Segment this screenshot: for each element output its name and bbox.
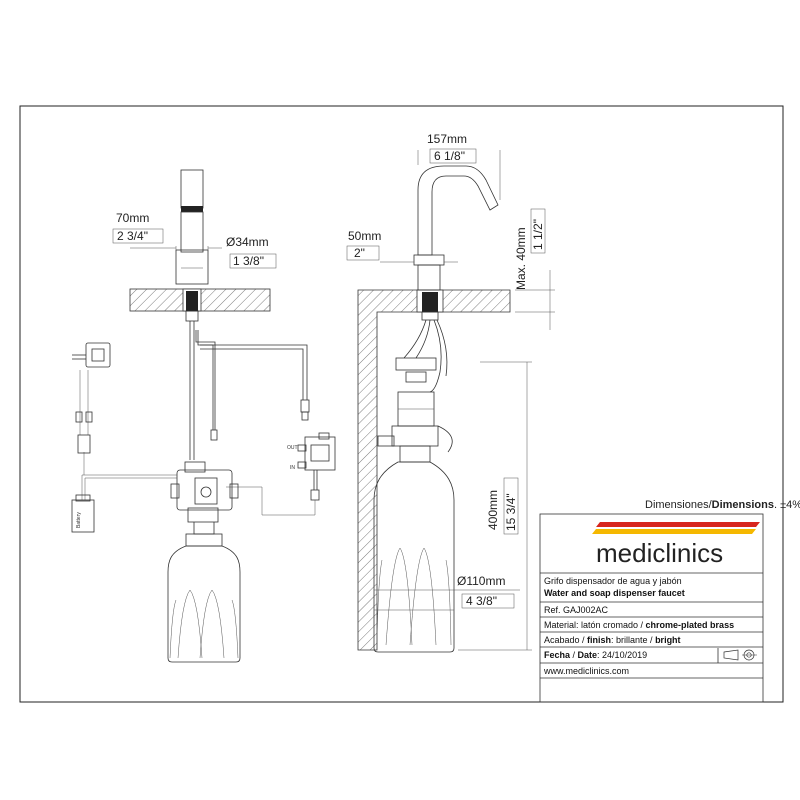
desc-es: Grifo dispensador de agua y jabón — [544, 576, 682, 586]
dim-34mm: Ø34mm — [226, 235, 269, 249]
dim-70mm: 70mm — [116, 211, 149, 225]
in-label: IN — [290, 465, 295, 471]
finish: Acabado / finish: brillante / bright — [544, 635, 681, 645]
dim-6-1-8: 6 1/8" — [434, 149, 465, 163]
dim-15-3-4: 15 3/4" — [504, 493, 518, 531]
sheet-border — [19, 105, 784, 703]
countertop-right — [357, 289, 511, 651]
title-block: Dimensiones/Dimensions. ±4% mediclinics … — [539, 499, 800, 703]
logo-stripe-red — [596, 522, 760, 527]
dim-400mm: 400mm — [486, 490, 500, 530]
dim-max-40mm: Max. 40mm — [514, 227, 528, 290]
dim-1-3-8: 1 3/8" — [233, 254, 264, 268]
brand-logo: mediclinics — [596, 538, 723, 568]
tolerance-note: Dimensiones/Dimensions. ±4% — [645, 499, 800, 511]
pump-assembly — [176, 469, 233, 511]
date: Fecha / Date: 24/10/2019 — [544, 650, 647, 660]
faucet-spout — [417, 165, 499, 256]
dim-2in: 2" — [354, 246, 365, 260]
website: www.mediclinics.com — [543, 666, 629, 676]
dim-157mm: 157mm — [427, 132, 467, 146]
material: Material: latón cromado / chrome-plated … — [544, 620, 734, 630]
desc-en: Water and soap dispenser faucet — [544, 588, 685, 598]
out-label: OUT — [287, 445, 298, 451]
ref-number: Ref. GAJ002AC — [544, 605, 609, 615]
soap-bottle-right — [373, 461, 455, 653]
logo-stripe-yellow — [592, 529, 756, 534]
dim-110mm: Ø110mm — [457, 574, 505, 588]
left-installation-view: OUT IN Battery — [71, 169, 336, 663]
soap-bottle-left — [167, 545, 241, 663]
power-adapter — [85, 342, 111, 368]
right-section-view: 157mm 6 1/8" 50mm 2" Max. 40mm 1 1/2" 40… — [346, 132, 555, 653]
dim-50mm: 50mm — [348, 229, 381, 243]
projection-symbol-icon — [717, 648, 757, 663]
dim-4-3-8: 4 3/8" — [466, 594, 497, 608]
battery-label: Battery — [76, 512, 82, 528]
battery-pack — [71, 499, 95, 533]
dim-1-1-2: 1 1/2" — [531, 219, 545, 250]
dim-2-3-4: 2 3/4" — [117, 229, 148, 243]
solenoid-valve — [304, 436, 336, 471]
